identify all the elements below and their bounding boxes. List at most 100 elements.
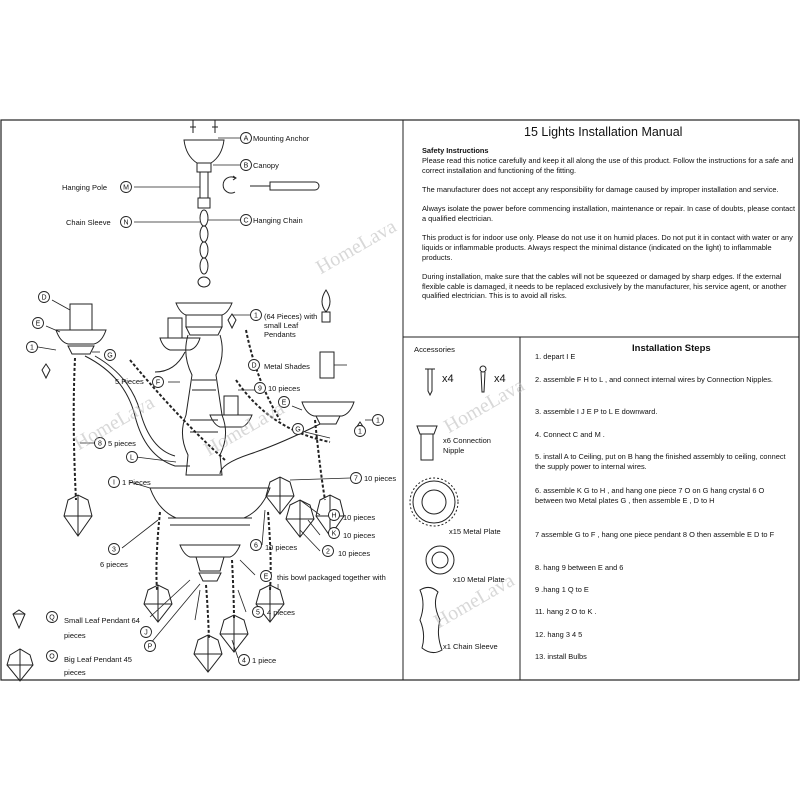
part-letter-circle xyxy=(120,216,132,228)
part-letter-circle xyxy=(120,181,132,193)
small-leaf-pendant-icon xyxy=(12,609,26,630)
part-letter: E xyxy=(264,574,269,581)
label-5-pieces-f: 5 Pieces xyxy=(115,377,144,386)
label-10-pieces-k: 10 pieces xyxy=(343,531,376,540)
screw-icon xyxy=(425,368,435,397)
manual-title: 15 Lights Installation Manual xyxy=(524,125,683,139)
big-pendant-bottom-left xyxy=(143,584,173,623)
step-8: 8. hang 9 between E and 6 xyxy=(535,563,624,572)
part-letter: D xyxy=(41,295,46,302)
label-1-piece: 1 piece xyxy=(252,656,277,665)
label-bowl-packaged: this bowl packaged together with I xyxy=(277,573,386,591)
metal-plate-10-label: x10 Metal Plate xyxy=(453,575,505,584)
safety-paragraph: This product is for indoor use only. Ple… xyxy=(422,232,793,262)
part-letter-circle xyxy=(354,425,366,437)
part-letter-circle xyxy=(254,382,266,394)
part-letter-circle xyxy=(260,570,272,582)
label-10-pieces-6: 10 pieces xyxy=(265,543,298,552)
part-letter-circle xyxy=(238,654,250,666)
part-letter: Q xyxy=(49,615,55,622)
part-letter: P xyxy=(148,644,153,651)
metal-ring-icon xyxy=(425,545,455,575)
part-letter-circle xyxy=(46,611,58,623)
label-chain-sleeve: Chain Sleeve xyxy=(66,218,111,227)
big-pendant-left xyxy=(63,494,93,537)
part-letter: I xyxy=(113,480,115,487)
step-9: 9 .hang 1 Q to E xyxy=(535,585,589,594)
label-mounting-anchor: Mounting Anchor xyxy=(253,134,310,143)
label-metal-shades: Metal Shades xyxy=(264,362,310,371)
part-letter: 6 xyxy=(254,543,258,550)
part-letter: 1 xyxy=(254,313,258,320)
step-11: 11. hang 2 O to K . xyxy=(535,607,597,616)
chain-sleeve-icon xyxy=(419,586,443,654)
chain-sleeve-label: x1 Chain Sleeve xyxy=(443,642,498,651)
part-letter: O xyxy=(49,654,55,661)
part-letter: 2 xyxy=(326,549,330,556)
part-letter-circle xyxy=(278,396,290,408)
part-letter-circle xyxy=(108,476,120,488)
label-hanging-pole: Hanging Pole xyxy=(62,183,108,192)
part-letter: L xyxy=(130,455,134,462)
big-pendant-bottom xyxy=(193,634,223,673)
part-letter: C xyxy=(243,218,248,225)
big-pendant-center-right xyxy=(285,499,315,538)
screw-count: x4 xyxy=(442,373,454,385)
part-letter: 9 xyxy=(258,386,262,393)
step-3: 3. assemble I J E P to L E downward. xyxy=(535,407,658,416)
part-letter: H xyxy=(331,513,336,520)
label-hanging-chain: Hanging Chain xyxy=(253,216,303,225)
accessories-title: Accessories xyxy=(414,345,455,354)
part-letter: D xyxy=(251,363,256,370)
step-12: 12. hang 3 4 5 xyxy=(535,630,583,639)
step-7: 7 assemble G to F , hang one piece penda… xyxy=(535,530,775,539)
label-1-pieces: 1 Pieces xyxy=(122,478,151,487)
part-letter-circle xyxy=(328,527,340,539)
part-letter: 8 xyxy=(98,441,102,448)
big-leaf-pendant-icon xyxy=(6,648,34,682)
safety-instructions: Safety Instructions Please read this not… xyxy=(422,146,796,311)
part-letter-circle xyxy=(250,539,262,551)
accessories-icons xyxy=(409,365,487,654)
part-letter-circle xyxy=(26,341,38,353)
part-letter: G xyxy=(295,427,300,434)
step-2: 2. assemble F H to L , and connect inter… xyxy=(535,375,773,384)
part-letter: A xyxy=(244,136,249,143)
part-letter: F xyxy=(156,380,160,387)
outer-frame xyxy=(0,119,800,681)
label-10-pieces-h: 10 pieces xyxy=(343,513,376,522)
part-letter-circle xyxy=(140,626,152,638)
part-letter-circle xyxy=(94,437,106,449)
connection-nipple-label: x6 Connection Nipple xyxy=(443,436,491,455)
chandelier-drawing xyxy=(6,120,365,682)
safety-paragraph: The manufacturer does not accept any res… xyxy=(422,184,779,194)
part-letter-circle xyxy=(350,472,362,484)
part-letter: E xyxy=(282,400,287,407)
label-5-pieces-8: 5 pieces xyxy=(108,439,136,448)
step-5: 5. install A to Ceiling, put on B hang t… xyxy=(535,452,786,471)
connection-nipple-icon xyxy=(416,425,438,461)
label-4-pieces: 4 pieces xyxy=(267,608,295,617)
part-letter-circle xyxy=(38,291,50,303)
step-6: 6. assemble K G to H , and hang one piec… xyxy=(535,486,765,505)
part-letter-circle xyxy=(322,545,334,557)
big-pendant-bottom-right xyxy=(255,584,285,623)
part-letter-circle xyxy=(240,132,252,144)
label-10-pieces-7: 10 pieces xyxy=(364,474,397,483)
part-letter-circle xyxy=(126,451,138,463)
part-letter-circle xyxy=(372,414,384,426)
part-letter-circle xyxy=(252,606,264,618)
step-4: 4. Connect C and M . xyxy=(535,430,605,439)
part-letter-circle xyxy=(152,376,164,388)
leader-lines xyxy=(37,137,372,659)
big-pendant-center-left xyxy=(265,476,295,515)
part-letter-circle xyxy=(104,349,116,361)
part-letter: 7 xyxy=(354,476,358,483)
bolt-count: x4 xyxy=(494,373,506,385)
part-letter: G xyxy=(107,353,112,360)
label-6-pieces: 6 pieces xyxy=(100,560,128,569)
installation-steps-title: Installation Steps xyxy=(632,343,711,354)
part-letter: 1 xyxy=(30,345,34,352)
part-letter-circle xyxy=(46,650,58,662)
part-letter: 1 xyxy=(376,418,380,425)
